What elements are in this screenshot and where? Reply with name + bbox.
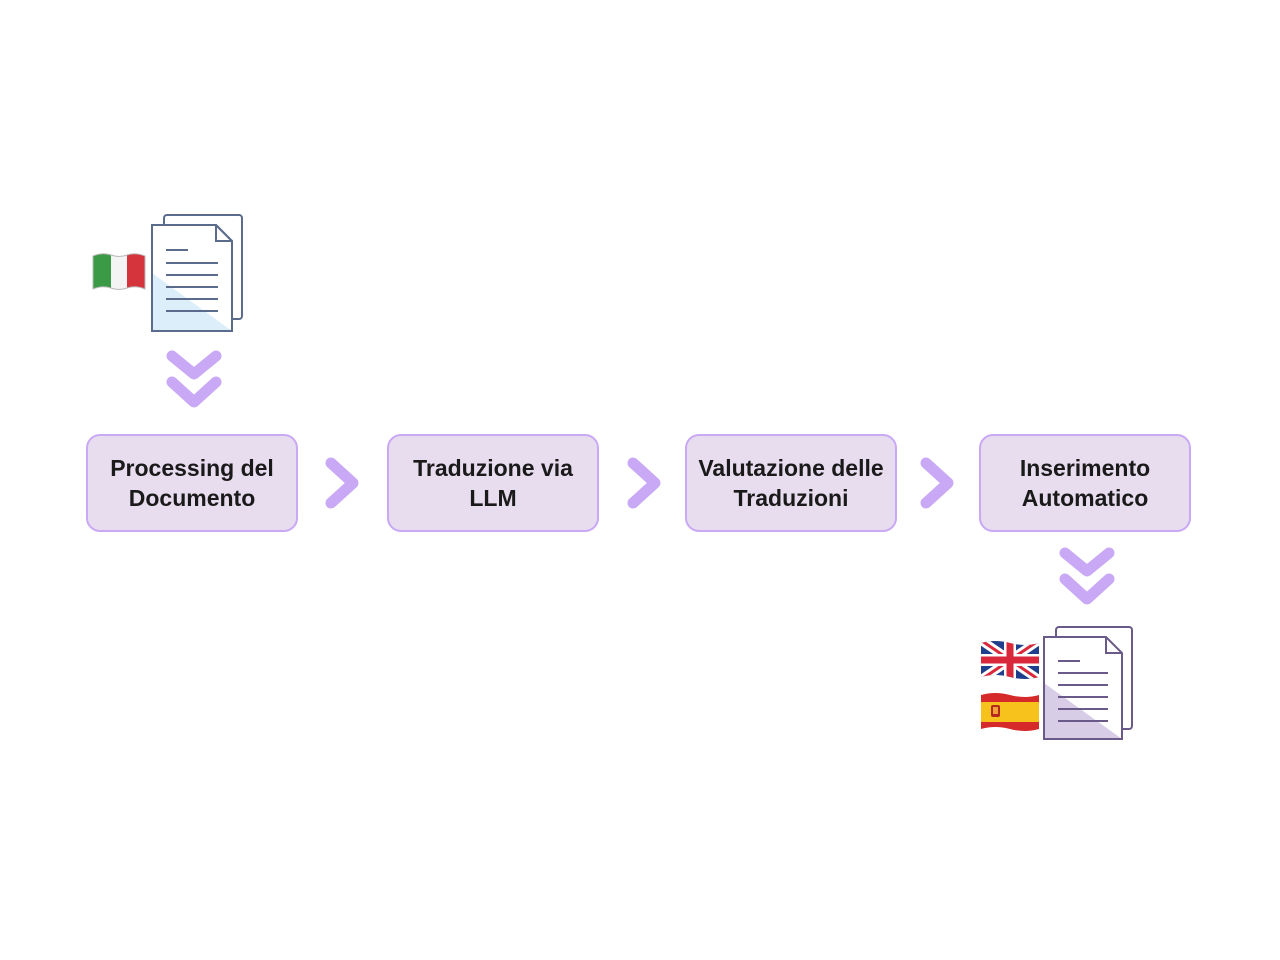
step-label: Traduzione via LLM — [413, 455, 573, 511]
spain-flag-icon — [981, 693, 1039, 731]
step-label: Valutazione delle Traduzioni — [698, 455, 884, 511]
step-traduzione-llm: Traduzione via LLM — [387, 434, 599, 532]
italy-flag-icon — [92, 253, 146, 290]
chevron-right-icon — [325, 457, 359, 509]
step-processing-documento: Processing del Documento — [86, 434, 298, 532]
step-label: Inserimento Automatico — [1019, 455, 1151, 511]
uk-flag-icon — [981, 641, 1039, 679]
double-chevron-down-icon — [166, 350, 222, 408]
chevron-right-icon — [627, 457, 661, 509]
double-chevron-down-icon — [1059, 547, 1115, 605]
output-document-icon — [1043, 626, 1133, 740]
chevron-right-icon — [920, 457, 954, 509]
step-valutazione-traduzioni: Valutazione delle Traduzioni — [685, 434, 897, 532]
input-document-icon — [151, 214, 243, 332]
step-inserimento-automatico: Inserimento Automatico — [979, 434, 1191, 532]
step-label: Processing del Documento — [110, 455, 274, 511]
